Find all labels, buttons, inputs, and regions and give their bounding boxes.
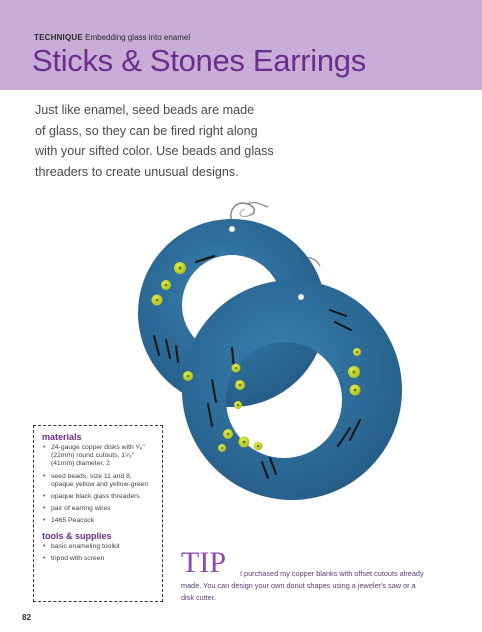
list-item: opaque black glass threaders: [42, 493, 156, 501]
list-item: tripod with screen: [42, 555, 156, 563]
page-number: 82: [22, 613, 31, 622]
tip-label: TIP: [181, 546, 226, 579]
list-item: seed beads, size 11 and 8, opaque yellow…: [42, 473, 156, 489]
ear-wire-left-hook: [239, 208, 251, 218]
intro-paragraph: Just like enamel, seed beads are made of…: [35, 100, 305, 182]
list-item: 1465 Peacock: [42, 517, 156, 525]
intro-line: of glass, so they can be fired right alo…: [35, 123, 258, 138]
page-title: Sticks & Stones Earrings: [32, 43, 366, 78]
header-band: [0, 0, 482, 90]
ear-wire-left-tail: [247, 201, 269, 208]
intro-line: Just like enamel, seed beads are made: [35, 103, 255, 117]
right-earring-disk: [182, 280, 402, 500]
right-beads: [218, 348, 361, 452]
technique-text: Embedding glass into enamel: [85, 33, 191, 42]
materials-box: materials 24-gauge copper disks with ⁶⁄₈…: [33, 425, 163, 602]
materials-heading: materials: [42, 432, 82, 442]
left-beads: [151, 262, 241, 381]
technique-line: Technique Embedding glass into enamel: [34, 33, 190, 42]
intro-line: with your sifted color. Use beads and gl…: [35, 144, 274, 158]
list-item: pair of earring wires: [42, 505, 156, 513]
materials-list: 24-gauge copper disks with ⁶⁄₈" (22mm) r…: [42, 444, 156, 526]
list-item: 24-gauge copper disks with ⁶⁄₈" (22mm) r…: [42, 444, 156, 469]
technique-keyword: Technique: [34, 33, 83, 42]
list-item: basic enameling toolkit: [42, 543, 156, 551]
tip-text: I purchased my copper blanks with offset…: [181, 569, 424, 602]
tools-heading: tools & supplies: [42, 530, 112, 541]
intro-line: threaders to create unusual designs.: [35, 164, 239, 179]
right-threaders: [207, 309, 361, 479]
tools-list: basic enameling toolkit tripod with scre…: [42, 543, 156, 564]
